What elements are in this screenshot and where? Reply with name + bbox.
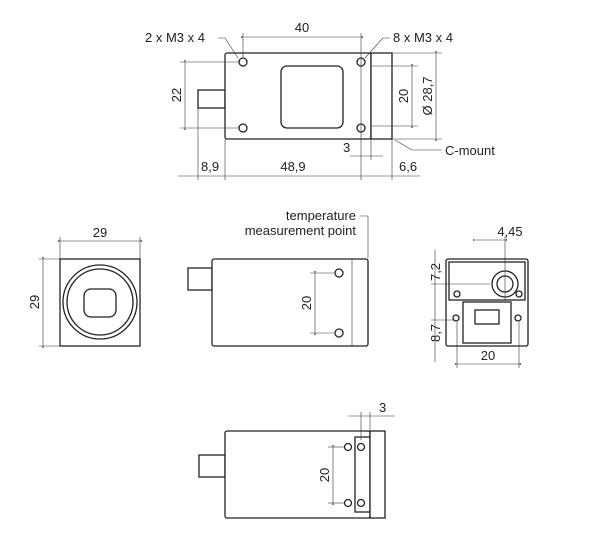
dim-height-holes: 22 [169,88,184,102]
sensor [83,288,117,318]
dim-connector: 8,9 [201,159,219,174]
dim-offset: 3 [379,400,386,415]
screw-hole [238,123,248,133]
mount-label: C-mount [445,143,495,158]
rear-view: 4,45 7,2 8,7 20 [428,224,529,368]
temp-label-line1: temperature [286,208,356,223]
dim-height: 29 [27,295,42,309]
connector [197,89,226,109]
sensor-window [280,65,344,129]
front-view: 29 29 [27,225,142,348]
screw-hole [343,498,353,508]
screw-hole [334,328,344,338]
screw-hole [334,268,344,278]
screw [514,314,522,322]
screw-hole [356,442,366,452]
screw-hole [238,57,248,67]
temp-label-line2: measurement point [245,223,357,238]
screw [453,290,461,298]
hole-label-left: 2 x M3 x 4 [145,30,205,45]
dim-rj45-height: 8,7 [428,324,443,342]
dim-offset: 3 [343,140,350,155]
c-mount [370,52,393,140]
top-view: 40 2 x M3 x 4 8 x M3 x 4 22 20 Ø 28,7 3 … [145,20,495,180]
side-view: 20 temperature measurement point [187,208,369,347]
dim-holes: 20 [299,296,314,310]
screw-hole [356,498,366,508]
screw-hole [343,442,353,452]
camera-body [211,258,369,347]
dim-diameter: Ø 28,7 [420,76,435,115]
dim-body: 48,9 [280,159,305,174]
dim-hole-spacing: 40 [295,20,309,35]
screw [452,314,460,322]
connector [187,267,213,291]
dim-connector-height: 7,2 [428,263,443,281]
hole-label-right: 8 x M3 x 4 [393,30,453,45]
dim-holes: 20 [317,468,332,482]
screw [515,290,523,298]
c-mount [369,430,386,519]
temperature-point-leader [360,215,369,258]
dim-mount: 6,6 [399,159,417,174]
connector [198,454,226,478]
dim-width: 29 [93,225,107,240]
dim-front-holes: 20 [396,89,411,103]
dim-rj45-width: 20 [481,348,495,363]
dim-connector-offset: 4,45 [497,224,522,239]
bottom-view: 20 3 [198,400,395,519]
